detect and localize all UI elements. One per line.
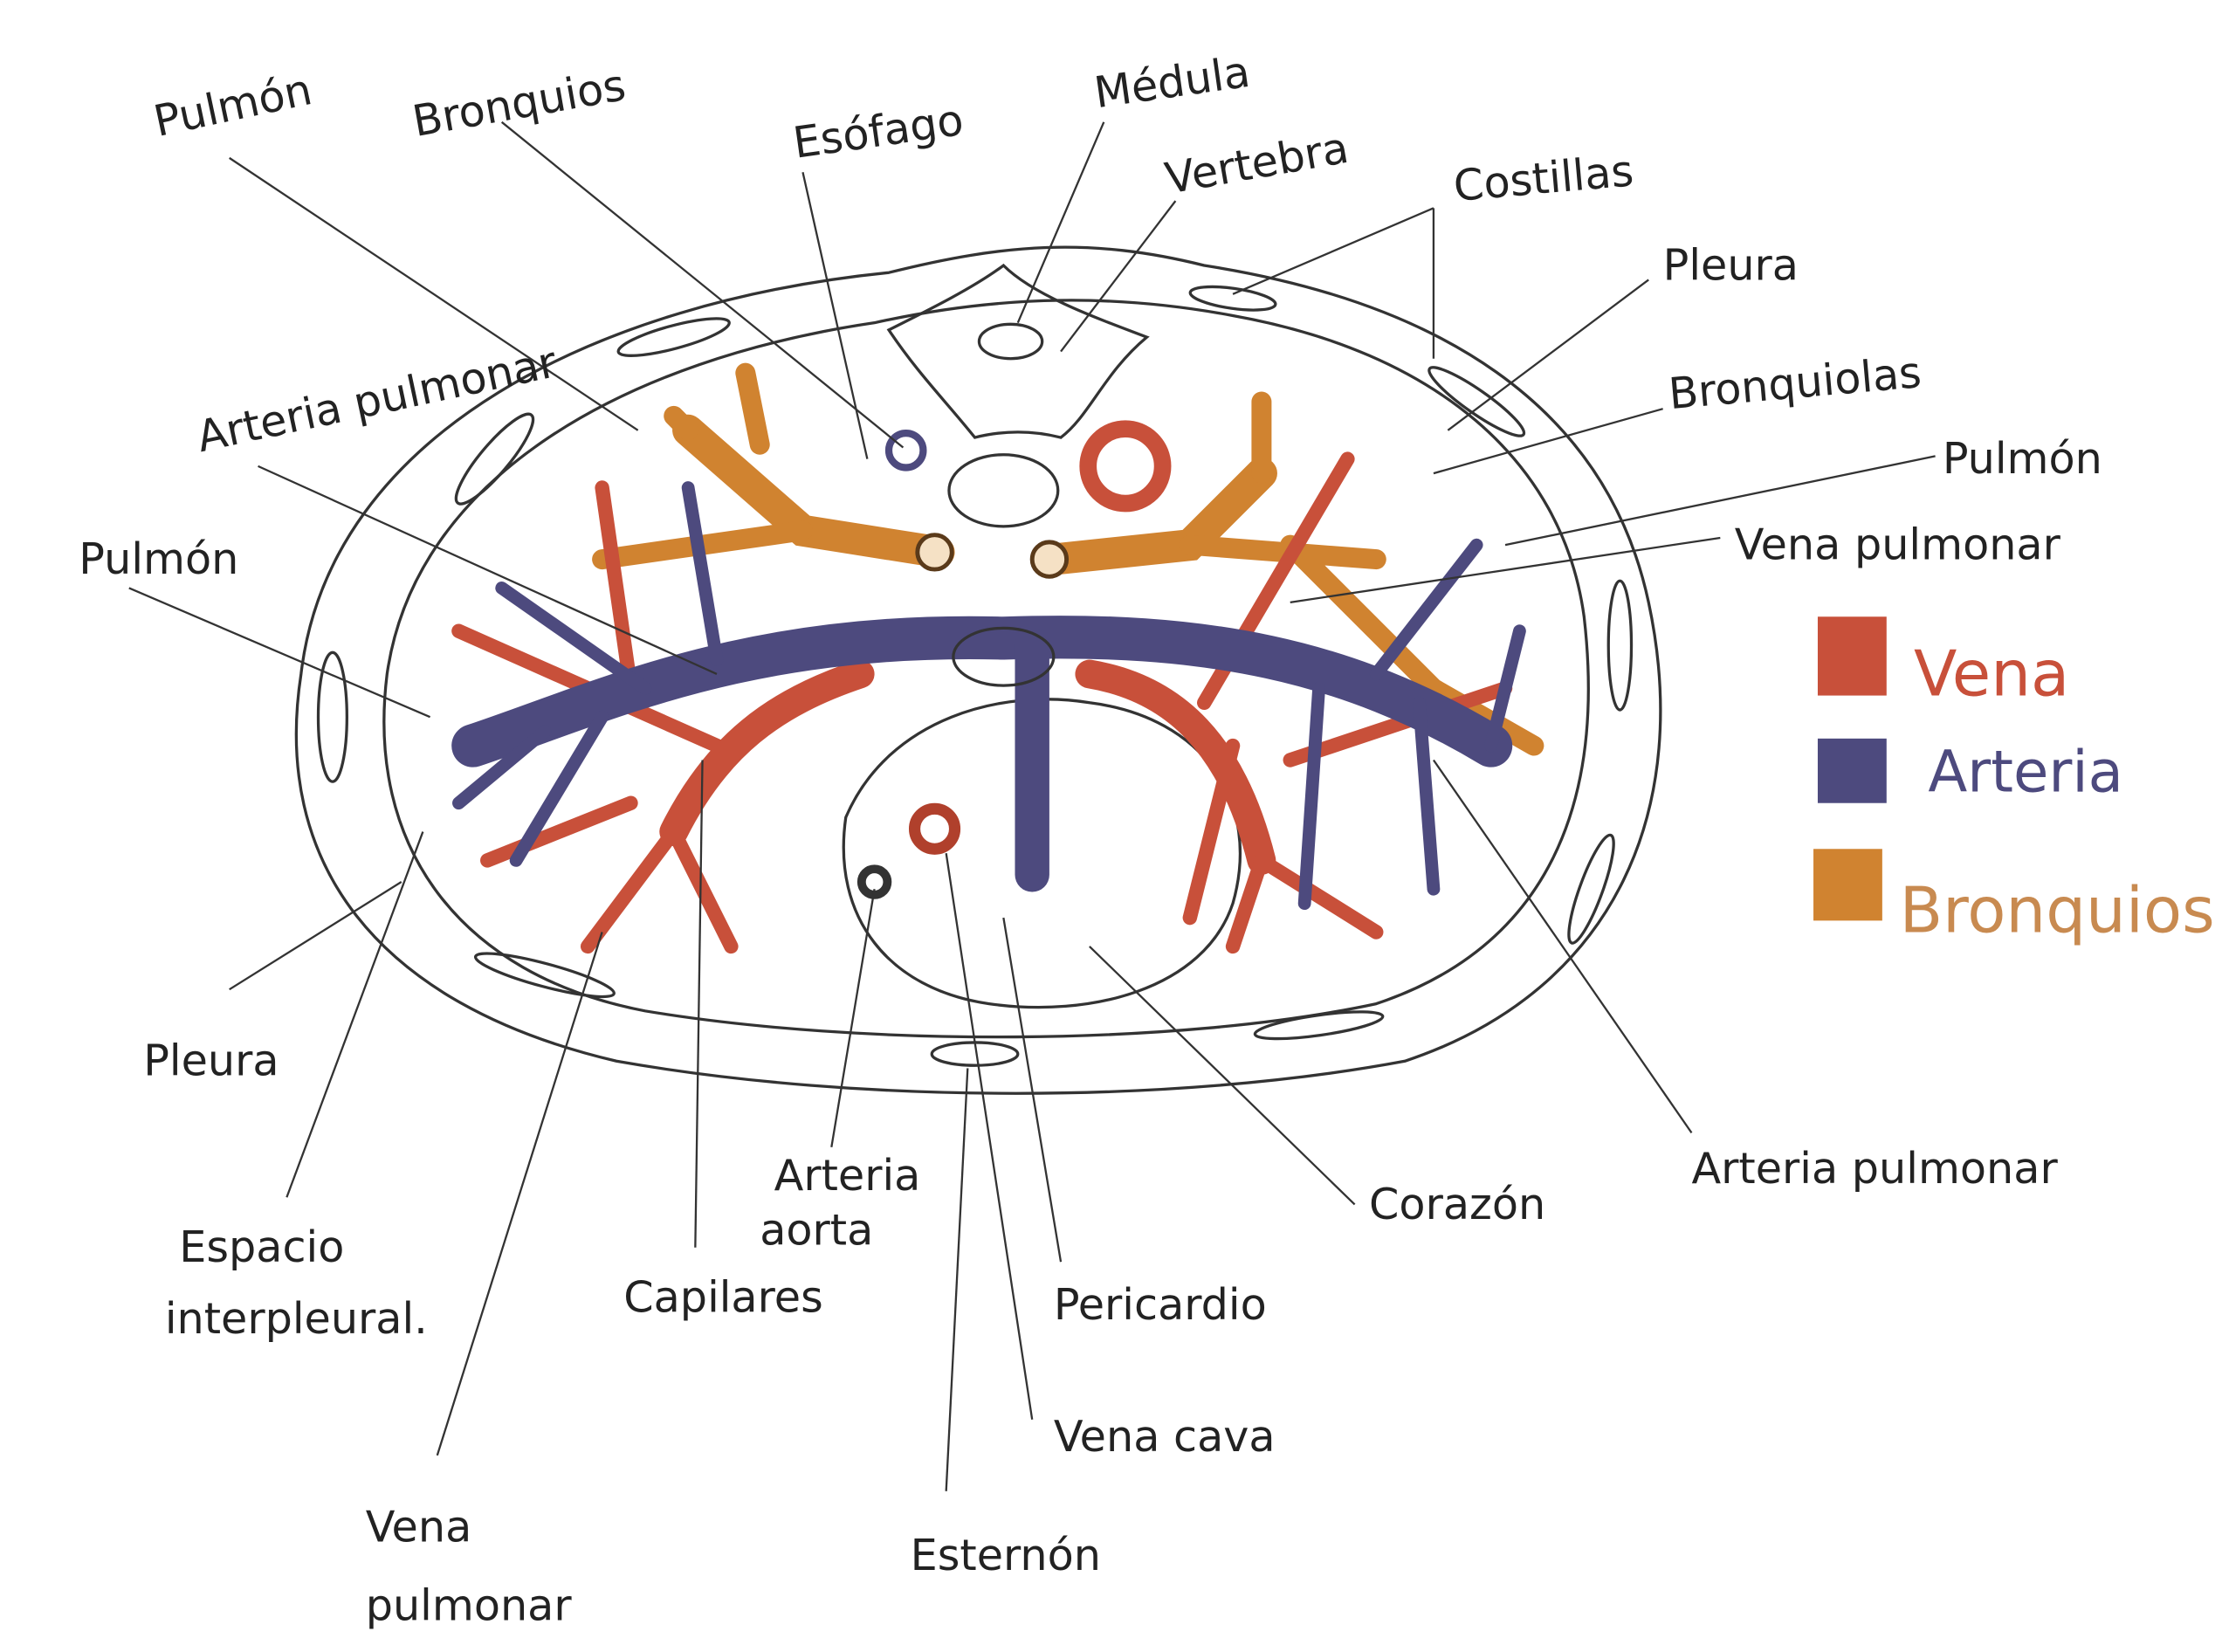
label-vena-pulmonar-bottom-2: pulmonar xyxy=(366,1580,573,1631)
bronchus-left-section xyxy=(915,533,954,572)
label-vena-cava: Vena cava xyxy=(1054,1411,1276,1462)
label-bronquiolas: Bronquiolas xyxy=(1667,347,1923,419)
bronchus-right-section xyxy=(1029,540,1070,579)
label-espacio-interpleural-2: interpleural. xyxy=(165,1293,428,1344)
label-corazon: Corazón xyxy=(1369,1179,1545,1229)
vertebra xyxy=(886,263,1150,439)
vena-cava-section xyxy=(908,802,961,855)
legend-swatch-bronquios xyxy=(1813,849,1882,921)
legend-swatch-arteria xyxy=(1817,738,1887,803)
label-vena-pulmonar-bottom-1: Vena xyxy=(366,1501,472,1552)
label-pulmon-top: Pulmón xyxy=(149,64,316,147)
legend-label-arteria: Arteria xyxy=(1928,740,2123,806)
label-pleura-right: Pleura xyxy=(1663,239,1799,290)
label-pulmon-right: Pulmón xyxy=(1943,433,2102,484)
label-capilares: Capilares xyxy=(623,1272,823,1323)
label-vertebra: Vertebra xyxy=(1161,122,1352,204)
legend: Vena Arteria Bronquios xyxy=(1813,616,2215,948)
label-esofago: Esófago xyxy=(790,94,967,169)
label-arteria-aorta-1: Arteria xyxy=(774,1150,921,1201)
label-arteria-pulmonar-left: Arteria pulmonar xyxy=(192,336,561,462)
ribs xyxy=(316,285,1634,1067)
body-outline xyxy=(294,245,1662,1095)
heart xyxy=(842,698,1242,1009)
labels: Pulmón Bronquios Esófago Médula Vertebra… xyxy=(79,46,2102,1631)
label-arteria-pulmonar-right: Arteria pulmonar xyxy=(1691,1143,2058,1194)
aorta-descending xyxy=(1079,420,1172,513)
legend-swatch-vena xyxy=(1817,616,1887,696)
label-costillas: Costillas xyxy=(1452,145,1636,211)
arteries xyxy=(451,481,1526,911)
bronchi xyxy=(592,362,1544,756)
label-esternon: Esternón xyxy=(911,1530,1101,1580)
spinal-cord xyxy=(977,322,1044,361)
label-bronquios: Bronquios xyxy=(409,59,629,147)
trachea xyxy=(947,453,1060,528)
label-pericardio: Pericardio xyxy=(1054,1279,1267,1330)
legend-label-vena: Vena xyxy=(1914,638,2069,712)
label-arteria-aorta-2: aorta xyxy=(760,1204,873,1255)
label-espacio-interpleural-1: Espacio xyxy=(179,1222,344,1272)
veins xyxy=(451,451,1513,954)
legend-label-bronquios: Bronquios xyxy=(1900,875,2215,948)
esophagus xyxy=(884,430,927,472)
label-medula: Médula xyxy=(1091,46,1253,118)
label-pulmon-left: Pulmón xyxy=(79,533,238,584)
label-pleura-left: Pleura xyxy=(143,1036,279,1086)
leader-lines xyxy=(128,120,1936,1491)
label-vena-pulmonar-right: Vena pulmonar xyxy=(1735,520,2061,570)
